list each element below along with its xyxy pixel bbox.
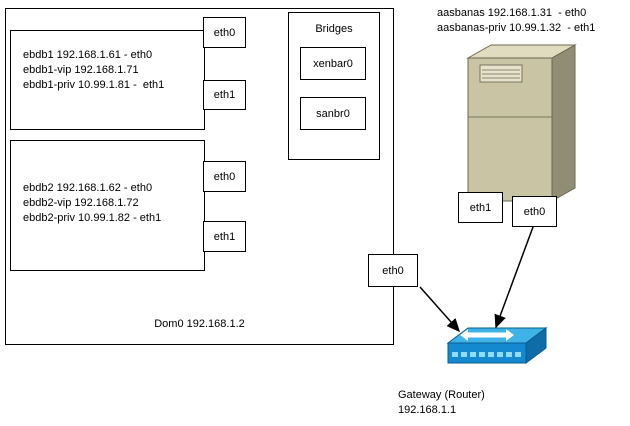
router-port: [506, 352, 512, 357]
router-port: [488, 352, 494, 357]
sanbr0-label: sanbr0: [316, 107, 350, 120]
server-side-face: [551, 44, 576, 202]
server-caption-line1: aasbanas 192.168.1.31 - eth0: [437, 7, 587, 19]
router-port: [497, 352, 503, 357]
ebdb2-line3: ebdb2-priv 10.99.1.82 - eth1: [23, 212, 162, 224]
server-eth1-label: eth1: [469, 201, 492, 214]
ebdb1-line1: ebdb1 192.168.1.61 - eth0: [23, 49, 153, 61]
ebdb1-eth0-port: eth0: [203, 17, 246, 48]
ebdb1-eth1-label: eth1: [213, 89, 236, 101]
dom0-label: Dom0 192.168.1.2: [154, 318, 245, 330]
server-eth0-label: eth0: [523, 205, 546, 218]
dom0-eth0-label: eth0: [382, 264, 404, 277]
ebdb2-line2: ebdb2-vip 192.168.1.72: [23, 197, 139, 209]
ebdb2-eth1-label: eth1: [213, 230, 236, 243]
router-port: [461, 352, 467, 357]
xenbar0-bridge-box: xenbar0: [300, 47, 366, 80]
server-eth1-port: eth1: [458, 192, 503, 223]
router-port: [479, 352, 485, 357]
router-port: [470, 352, 476, 357]
router-double-arrow-icon: [460, 329, 514, 341]
ebdb2-eth0-port: eth0: [203, 161, 246, 192]
bridges-title: Bridges: [315, 23, 353, 35]
arrow-server-eth0-to-gateway: [494, 226, 534, 329]
server-eth0-port: eth0: [512, 196, 557, 227]
ebdb2-line1: ebdb2 192.168.1.62 - eth0: [23, 182, 153, 194]
dom0-eth0-port: eth0: [368, 254, 418, 287]
ebdb1-line2: ebdb1-vip 192.168.1.71: [23, 64, 139, 76]
router-port: [515, 352, 521, 357]
server-icon: [466, 44, 577, 202]
bridges-box: Bridges: [288, 12, 380, 160]
router-switch-icon: [446, 327, 548, 364]
router-ports: [452, 352, 521, 357]
ebdb1-eth1-port: eth1: [203, 80, 246, 110]
xenbar0-label: xenbar0: [313, 57, 353, 70]
ebdb2-eth0-label: eth0: [213, 170, 236, 183]
router-port: [452, 352, 458, 357]
ebdb2-node-box: ebdb2 192.168.1.62 - eth0 ebdb2-vip 192.…: [10, 140, 205, 271]
ebdb1-eth0-label: eth0: [213, 26, 236, 39]
ebdb1-line3: ebdb1-priv 10.99.1.81 - eth1: [23, 79, 165, 91]
server-caption-line2: aasbanas-priv 10.99.1.32 - eth1: [437, 22, 596, 34]
gateway-label: Gateway (Router): [398, 389, 485, 401]
ebdb2-eth1-port: eth1: [203, 221, 246, 252]
gateway-ip: 192.168.1.1: [398, 404, 457, 416]
ebdb1-node-box: ebdb1 192.168.1.61 - eth0 ebdb1-vip 192.…: [10, 30, 205, 130]
sanbr0-bridge-box: sanbr0: [300, 97, 366, 130]
router-front-face: [447, 342, 527, 364]
